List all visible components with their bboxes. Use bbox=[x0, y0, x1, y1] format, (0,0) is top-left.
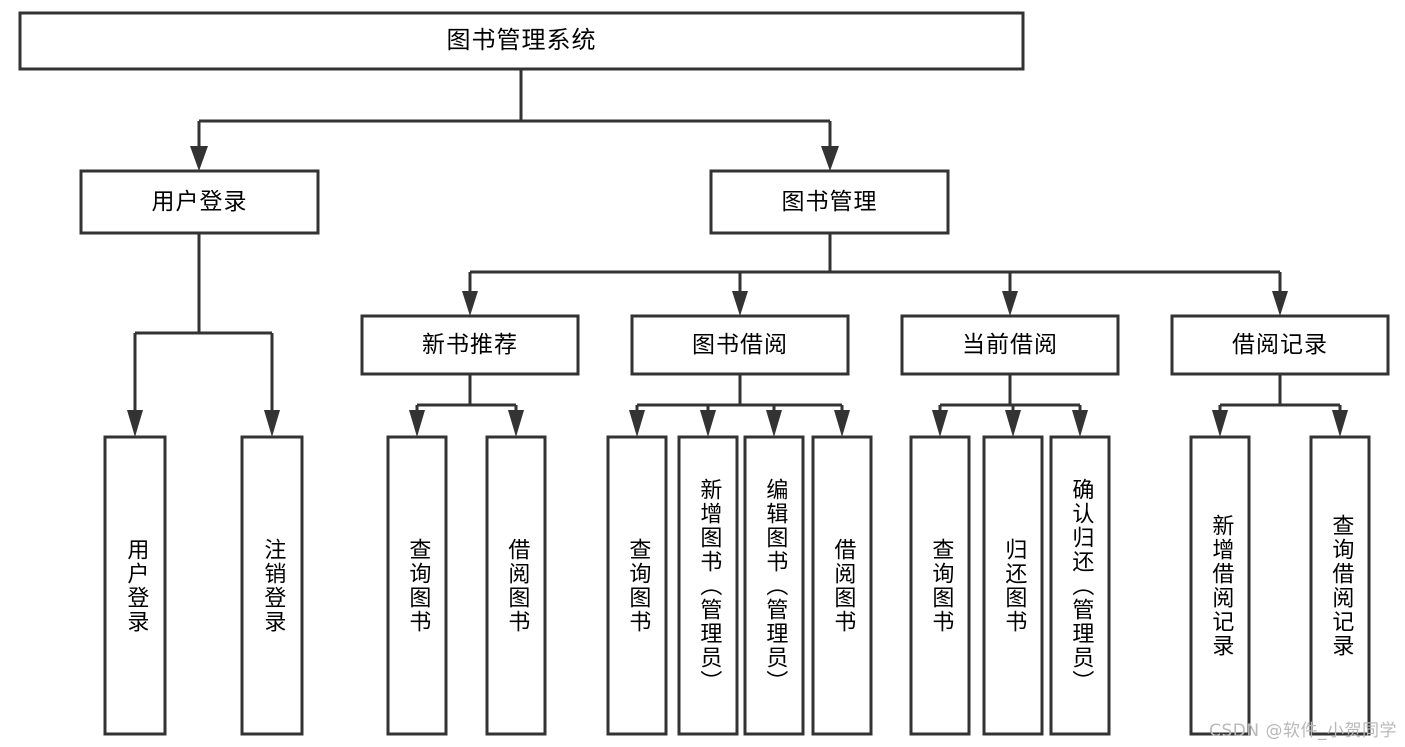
node-box-user-login[interactable] bbox=[79, 169, 320, 235]
arrowhead-leaf-add-record bbox=[1212, 410, 1228, 437]
arrowhead-borrow-record bbox=[1272, 291, 1288, 316]
arrowhead-root-to-user-login bbox=[190, 146, 208, 171]
arrowhead-book-borrow bbox=[732, 291, 748, 316]
arrowhead-leaf-borrow-book-2 bbox=[834, 410, 850, 437]
arrowhead-leaf-query-book-3 bbox=[932, 410, 948, 437]
arrowhead-leaf-edit-book bbox=[766, 410, 782, 437]
node-box-borrow-record[interactable] bbox=[1170, 314, 1390, 376]
leaf-box-leaf-user-login[interactable] bbox=[103, 435, 167, 736]
leaf-box-leaf-query-record[interactable] bbox=[1309, 435, 1371, 736]
node-box-new-book-recommend[interactable] bbox=[360, 314, 580, 376]
leaf-box-leaf-query-book-1[interactable] bbox=[386, 435, 448, 736]
leaf-box-leaf-query-book-3[interactable] bbox=[909, 435, 971, 736]
arrowhead-root-to-book-manage bbox=[821, 146, 839, 171]
arrowhead-new-book-recommend bbox=[462, 291, 478, 316]
arrowhead-leaf-confirm-return bbox=[1072, 410, 1088, 437]
arrowhead-current-borrow bbox=[1002, 291, 1018, 316]
leaf-box-leaf-logout-login[interactable] bbox=[240, 435, 304, 736]
node-box-current-borrow[interactable] bbox=[900, 314, 1120, 376]
arrowhead-leaf-query-book-2 bbox=[629, 410, 645, 437]
leaf-box-leaf-borrow-book-1[interactable] bbox=[485, 435, 547, 736]
arrowhead-leaf-query-book-1 bbox=[409, 410, 425, 437]
arrowhead-leaf-logout-login bbox=[264, 410, 280, 437]
arrowhead-leaf-user-login bbox=[127, 410, 143, 437]
leaf-box-leaf-query-book-2[interactable] bbox=[606, 435, 668, 736]
arrowhead-leaf-add-book bbox=[700, 410, 716, 437]
leaf-box-leaf-add-book[interactable] bbox=[677, 435, 739, 736]
node-box-root[interactable] bbox=[18, 11, 1025, 71]
leaf-box-leaf-confirm-return[interactable] bbox=[1049, 435, 1111, 736]
arrowhead-leaf-query-record bbox=[1332, 410, 1348, 437]
leaf-box-leaf-return-book[interactable] bbox=[982, 435, 1044, 736]
leaf-box-leaf-borrow-book-2[interactable] bbox=[811, 435, 873, 736]
leaf-box-leaf-edit-book[interactable] bbox=[743, 435, 805, 736]
leaf-box-leaf-add-record[interactable] bbox=[1189, 435, 1251, 736]
arrowhead-leaf-borrow-book-1 bbox=[508, 410, 524, 437]
node-box-book-manage[interactable] bbox=[709, 169, 950, 235]
node-box-book-borrow[interactable] bbox=[630, 314, 850, 376]
arrowhead-leaf-return-book bbox=[1005, 410, 1021, 437]
